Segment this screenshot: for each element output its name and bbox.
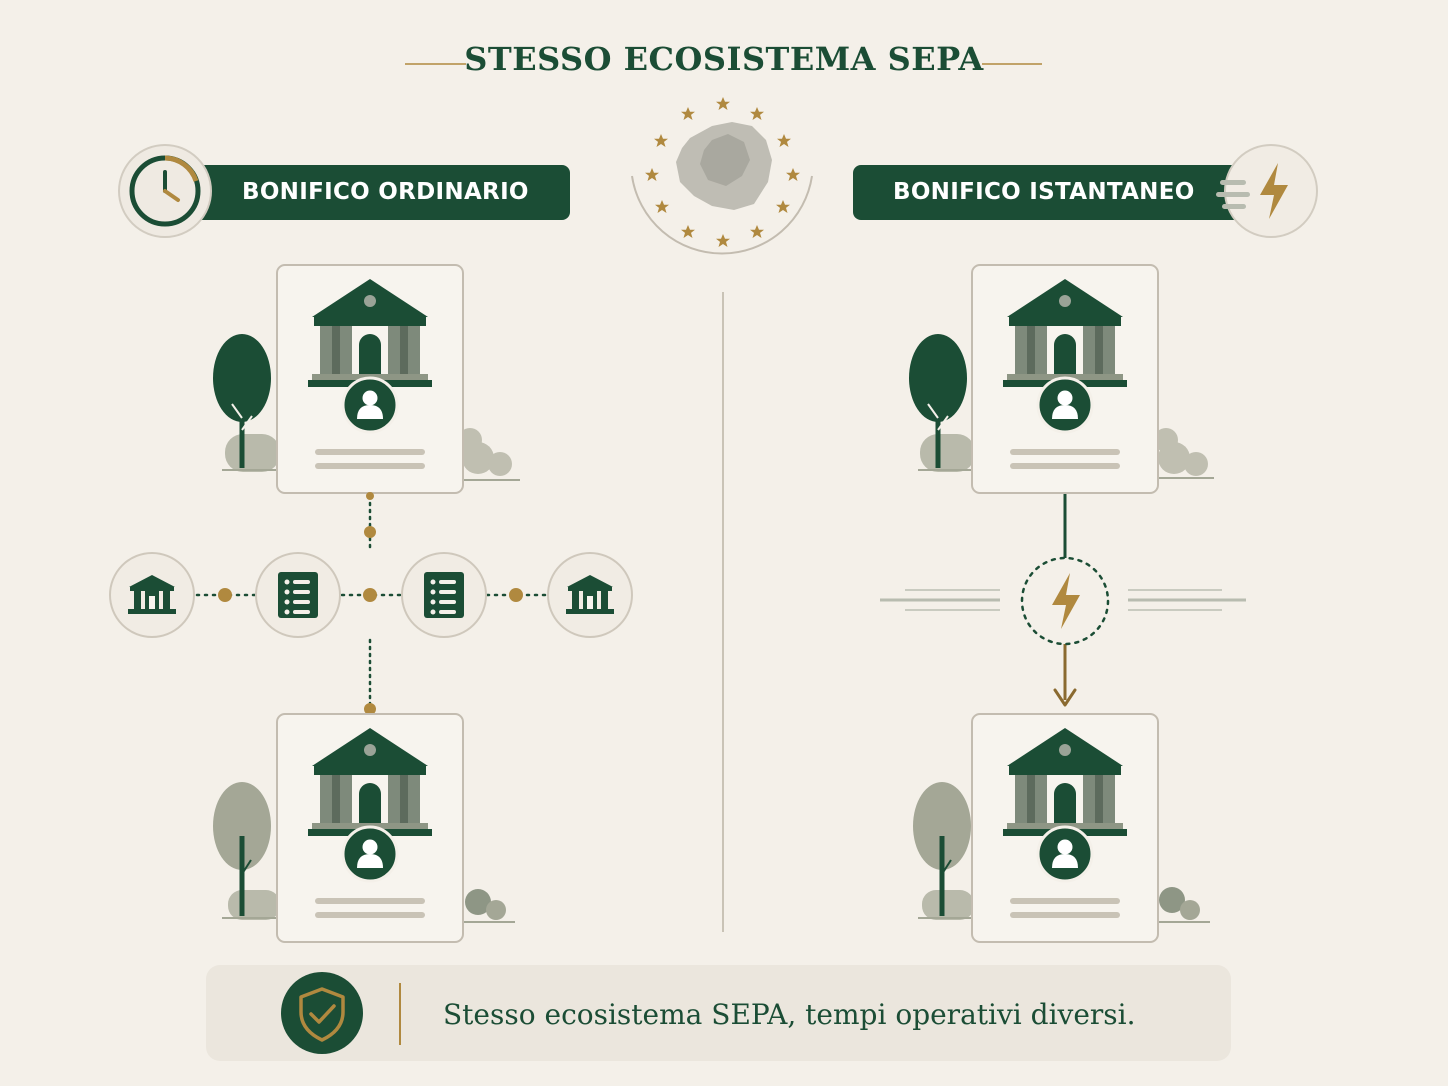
- tree-decoration: [212, 333, 280, 472]
- bush-decoration: [1154, 428, 1214, 479]
- connector-line: [364, 492, 376, 554]
- star-icon: [750, 225, 764, 238]
- star-icon: [716, 97, 730, 110]
- intermediary-bank-node: [109, 552, 195, 638]
- bush-decoration: [458, 428, 520, 481]
- connector-line: [364, 638, 376, 715]
- shield-check-icon: [281, 972, 363, 1054]
- star-icon: [777, 134, 791, 147]
- receiver-bank-card: [972, 714, 1158, 942]
- ordinario-header-pill: [175, 165, 570, 220]
- star-icon: [750, 107, 764, 120]
- star-icon: [716, 234, 730, 247]
- clearing-document-node: [401, 552, 487, 638]
- star-icon: [681, 225, 695, 238]
- clock-icon: [118, 144, 212, 238]
- bush-decoration: [462, 889, 515, 923]
- connector-line: [1053, 494, 1077, 707]
- tree-decoration: [908, 333, 975, 472]
- receiver-bank-card: [277, 714, 463, 942]
- star-icon: [681, 107, 695, 120]
- sender-bank-card: [277, 265, 463, 493]
- bush-decoration: [1156, 887, 1210, 923]
- tree-decoration: [912, 781, 975, 920]
- tree-decoration: [212, 781, 280, 920]
- sender-bank-card: [972, 265, 1158, 493]
- star-icon: [654, 134, 668, 147]
- eu-emblem: [631, 97, 813, 255]
- istantaneo-label: BONIFICO ISTANTANEO: [893, 179, 1195, 205]
- star-icon: [786, 168, 800, 181]
- intermediary-bank-node: [547, 552, 633, 638]
- clearing-document-node: [255, 552, 341, 638]
- speed-lines: [880, 589, 1246, 611]
- connector-line: [195, 588, 547, 602]
- istantaneo-header-pill: [853, 165, 1248, 220]
- ordinario-label: BONIFICO ORDINARIO: [242, 179, 529, 205]
- star-icon: [776, 200, 790, 213]
- footer-caption: Stesso ecosistema SEPA, tempi operativi …: [443, 998, 1136, 1031]
- page-title: STESSO ECOSISTEMA SEPA: [464, 40, 984, 78]
- footer-banner: [206, 965, 1231, 1061]
- lightning-icon: [1216, 144, 1318, 238]
- star-icon: [645, 168, 659, 181]
- star-icon: [655, 200, 669, 213]
